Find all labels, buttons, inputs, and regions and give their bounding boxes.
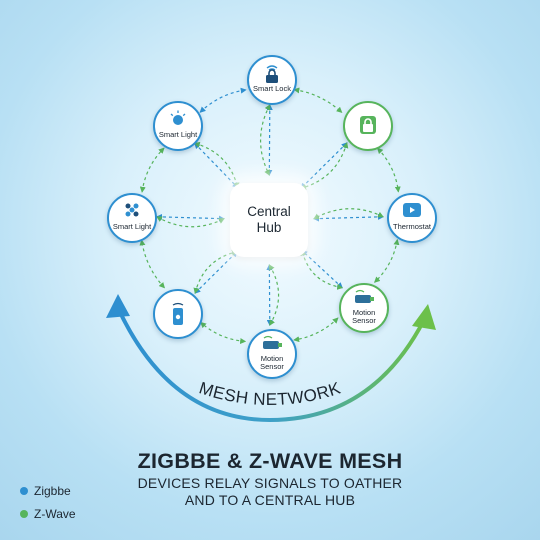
device-node-1: Smart Lock [247, 55, 297, 105]
device-node-8: Smart Light [153, 101, 203, 151]
central-hub: Central Hub [230, 183, 308, 257]
hub-link-n2-c [300, 142, 349, 190]
legend-zwave: Z-Wave [20, 507, 76, 521]
hub-link-n8-c [193, 141, 240, 189]
device-node-3: Thermostat [387, 193, 437, 243]
bulb-icon [168, 110, 188, 133]
page-title: ZIGBBE & Z-WAVE MESH [137, 449, 403, 473]
zwave-dot-icon [20, 510, 28, 518]
device-label: Motion Sensor [260, 354, 284, 371]
hub-link-n7-c [156, 216, 225, 228]
ring-link-n7-n8 [139, 147, 165, 193]
device-label: Smart Lock [253, 84, 291, 93]
device-label: Smart Light [158, 130, 198, 139]
device-label: Smart Light [112, 222, 152, 231]
device-node-5: Motion Sensor [247, 329, 297, 379]
lock-wifi-icon [263, 64, 281, 89]
hub-link-n6-c [193, 249, 238, 294]
device-node-7: Smart Light [107, 193, 157, 243]
ring-link-n8-n1 [199, 87, 247, 113]
grid-light-icon [124, 202, 140, 223]
device-label: Motion Sensor [352, 308, 376, 325]
device-node-2 [343, 101, 393, 151]
hub-link-n1-c [260, 104, 271, 176]
hub-link-n5-c [268, 264, 280, 326]
device-node-6 [153, 289, 203, 339]
device-label: Thermostat [393, 222, 431, 231]
ring-link-n5-n6 [200, 321, 247, 345]
remote-icon [169, 302, 187, 331]
subtitle-line-1: DEVICES RELAY SIGNALS TO OATHER [137, 475, 403, 491]
motion-sensor-icon [261, 335, 283, 356]
device-node-4: Motion Sensor [339, 283, 389, 333]
motion-sensor-icon [353, 289, 375, 310]
legend-zigbee: Zigbbe [20, 484, 71, 498]
lock-icon [358, 114, 378, 141]
ring-link-n2-n3 [376, 147, 401, 193]
legend-label-zigbee: Zigbbe [34, 484, 71, 498]
thermostat-play-icon [402, 202, 422, 223]
ring-link-n1-n2 [293, 87, 343, 114]
hub-label: Central Hub [247, 204, 291, 235]
ring-link-n6-n7 [139, 239, 166, 289]
subtitle-line-2: AND TO A CENTRAL HUB [184, 492, 356, 508]
arc-label: MESH NETWORK [197, 378, 343, 409]
zigbee-dot-icon [20, 487, 28, 495]
hub-link-n3-c [313, 208, 384, 220]
ring-link-n3-n4 [373, 238, 400, 283]
ring-link-n4-n5 [293, 317, 339, 343]
legend-label-zwave: Z-Wave [34, 507, 76, 521]
